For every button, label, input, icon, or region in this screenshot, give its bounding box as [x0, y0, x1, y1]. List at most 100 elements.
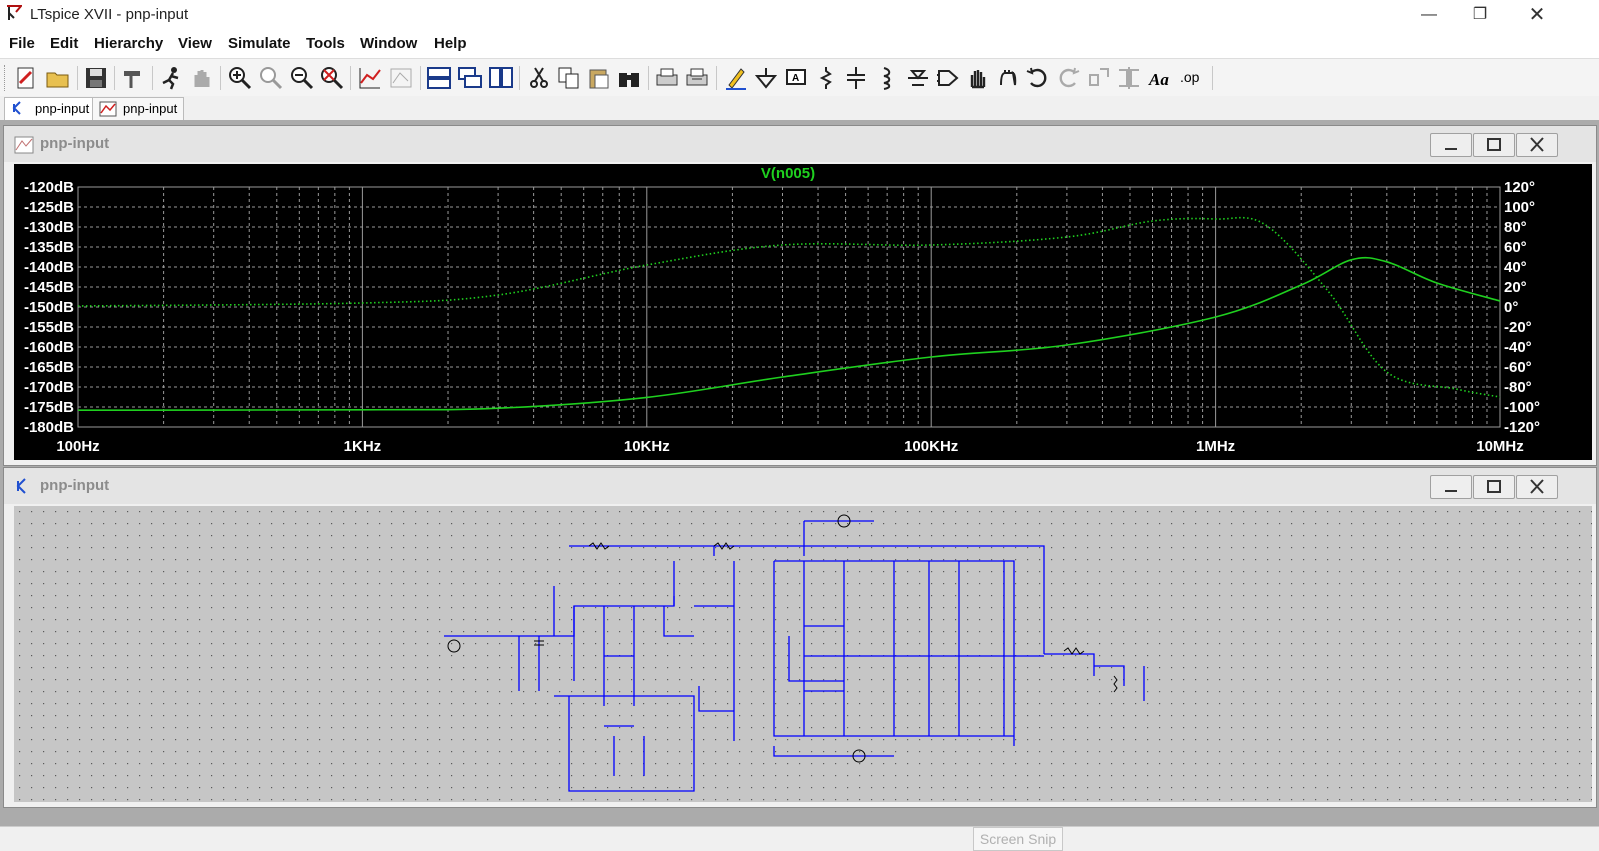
schematic-close-button[interactable] — [1516, 475, 1558, 499]
title-bar: LTspice XVII - pnp-input — ❐ ✕ — [0, 0, 1599, 30]
y-right-tick-label: -80° — [1504, 379, 1532, 396]
svg-text:.op: .op — [1180, 69, 1200, 85]
schematic-components — [447, 514, 1118, 763]
cut-scissors-icon[interactable] — [526, 65, 552, 91]
chart-title[interactable]: V(n005) — [761, 165, 815, 182]
schematic-canvas[interactable] — [14, 506, 1592, 802]
waveform-maximize-button[interactable] — [1473, 133, 1515, 157]
y-right-tick-label: 40° — [1504, 259, 1527, 276]
screen-snip-tooltip: Screen Snip — [973, 827, 1063, 851]
zoom-pan-icon[interactable] — [258, 65, 284, 91]
x-tick-label: 10KHz — [624, 438, 670, 455]
inductor-icon[interactable] — [873, 65, 899, 91]
restore-button[interactable]: ❐ — [1472, 6, 1488, 23]
undo-icon[interactable] — [1025, 65, 1051, 91]
schematic-window-title: pnp-input — [40, 477, 110, 494]
cascade-windows-icon[interactable] — [457, 65, 483, 91]
toolbar-separator — [220, 66, 221, 90]
minimize-icon — [1445, 148, 1457, 150]
minimize-icon — [1445, 490, 1457, 492]
autorange-icon[interactable] — [357, 65, 383, 91]
run-simulation-icon[interactable] — [158, 65, 184, 91]
y-right-tick-label: 80° — [1504, 219, 1527, 236]
y-left-tick-label: -140dB — [24, 259, 74, 276]
y-left-tick-label: -155dB — [24, 319, 74, 336]
capacitor-icon[interactable] — [843, 65, 869, 91]
zoom-fit-icon[interactable] — [319, 65, 345, 91]
waveform-chart[interactable]: V(n005) -120dB-125dB-130dB-135dB-140dB-1… — [14, 164, 1592, 460]
y-left-tick-label: -150dB — [24, 299, 74, 316]
menu-tools[interactable]: Tools — [306, 35, 345, 52]
close-icon — [1530, 137, 1544, 152]
menu-help[interactable]: Help — [434, 35, 467, 52]
y-right-tick-label: 100° — [1504, 199, 1535, 216]
waveform-window: pnp-input V(n005) -120dB-125dB-130dB-135… — [3, 125, 1597, 466]
diode-icon[interactable] — [905, 65, 931, 91]
toolbar: A Aa .op — [0, 58, 1599, 98]
tile-horizontal-icon[interactable] — [426, 65, 452, 91]
find-binoculars-icon[interactable] — [616, 65, 642, 91]
zoom-out-icon[interactable] — [289, 65, 315, 91]
tab-waveform[interactable]: pnp-input — [92, 97, 185, 121]
menu-edit[interactable]: Edit — [50, 35, 79, 52]
schematic-transistor-icon — [16, 478, 26, 494]
schematic-wires — [444, 520, 1145, 792]
rotate-icon[interactable] — [1086, 65, 1112, 91]
menu-window[interactable]: Window — [360, 35, 418, 52]
y-left-tick-label: -120dB — [24, 179, 74, 196]
schematic-drawing[interactable] — [14, 506, 1592, 802]
print-icon[interactable] — [654, 65, 680, 91]
control-panel-hammer-icon[interactable] — [120, 65, 146, 91]
schematic-window: pnp-input — [3, 467, 1597, 808]
label-net-icon[interactable]: A — [783, 65, 809, 91]
schematic-window-titlebar[interactable]: pnp-input — [4, 468, 1596, 504]
ground-icon[interactable] — [753, 65, 779, 91]
drag-hand-icon[interactable] — [995, 65, 1021, 91]
paste-icon[interactable] — [586, 65, 612, 91]
waveform-window-titlebar[interactable]: pnp-input — [4, 126, 1596, 162]
new-schematic-icon[interactable] — [13, 65, 39, 91]
minimize-button[interactable]: — — [1421, 6, 1437, 23]
mirror-icon[interactable] — [1116, 65, 1142, 91]
waveform-close-button[interactable] — [1516, 133, 1558, 157]
halt-hand-icon[interactable] — [189, 65, 215, 91]
menu-simulate[interactable]: Simulate — [228, 35, 291, 52]
toolbar-separator — [77, 66, 78, 90]
menu-file[interactable]: File — [9, 35, 35, 52]
schematic-minimize-button[interactable] — [1430, 475, 1472, 499]
toolbar-separator — [420, 66, 421, 90]
waveform-minimize-button[interactable] — [1430, 133, 1472, 157]
tile-vertical-icon[interactable] — [488, 65, 514, 91]
redo-icon[interactable] — [1055, 65, 1081, 91]
save-icon[interactable] — [83, 65, 109, 91]
tab-schematic[interactable]: pnp-input — [4, 97, 97, 121]
zoom-in-icon[interactable] — [227, 65, 253, 91]
text-icon[interactable]: Aa — [1147, 65, 1173, 91]
open-folder-icon[interactable] — [45, 65, 71, 91]
cursor-plot-icon[interactable] — [388, 65, 414, 91]
toolbar-separator — [350, 66, 351, 90]
copy-icon[interactable] — [556, 65, 582, 91]
y-right-tick-label: -100° — [1504, 399, 1540, 416]
waveform-plot-icon — [99, 101, 117, 117]
y-right-tick-label: 120° — [1504, 179, 1535, 196]
toolbar-grip[interactable] — [4, 65, 7, 91]
schematic-transistor-icon — [12, 101, 21, 115]
y-left-tick-label: -170dB — [24, 379, 74, 396]
menu-hierarchy[interactable]: Hierarchy — [94, 35, 164, 52]
draw-wire-pencil-icon[interactable] — [723, 65, 749, 91]
y-left-tick-label: -180dB — [24, 419, 74, 436]
schematic-maximize-button[interactable] — [1473, 475, 1515, 499]
y-left-tick-label: -145dB — [24, 279, 74, 296]
component-icon[interactable] — [935, 65, 961, 91]
magnitude-trace — [77, 256, 1501, 411]
menu-view[interactable]: View — [178, 35, 212, 52]
move-hand-icon[interactable] — [965, 65, 991, 91]
x-tick-label: 1MHz — [1196, 438, 1235, 455]
spice-directive-icon[interactable]: .op — [1178, 65, 1204, 91]
waveform-plot[interactable]: V(n005) -120dB-125dB-130dB-135dB-140dB-1… — [14, 164, 1592, 460]
print-preview-icon[interactable] — [684, 65, 710, 91]
resistor-icon[interactable] — [813, 65, 839, 91]
tab-bar: pnp-input pnp-input — [0, 96, 1599, 121]
close-button[interactable]: ✕ — [1528, 4, 1546, 26]
